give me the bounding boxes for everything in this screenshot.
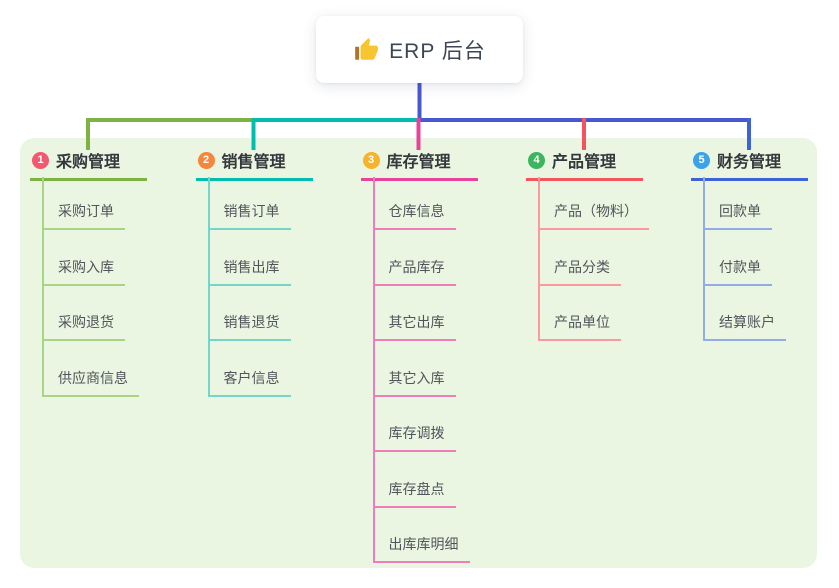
- branch-label: 采购管理: [56, 154, 121, 171]
- child-node[interactable]: 采购入库: [42, 257, 125, 286]
- thumbs-up-icon: [353, 37, 379, 63]
- branch-header-5[interactable]: 5 财务管理: [691, 148, 808, 181]
- child-node[interactable]: 付款单: [703, 257, 772, 286]
- branch-header-1[interactable]: 1 采购管理: [30, 148, 147, 181]
- branch-label: 产品管理: [552, 154, 617, 171]
- child-node[interactable]: 库存调拨: [372, 423, 456, 452]
- child-node[interactable]: 其它出库: [372, 312, 456, 341]
- child-node[interactable]: 采购订单: [42, 201, 125, 230]
- child-node[interactable]: 回款单: [703, 201, 772, 230]
- child-node[interactable]: 采购退货: [42, 312, 125, 341]
- branch-header-2[interactable]: 2 销售管理: [195, 148, 313, 181]
- branch-header-4[interactable]: 4 产品管理: [526, 148, 643, 181]
- branch-index-badge: 4: [528, 151, 545, 169]
- branches-panel: [20, 138, 817, 568]
- branch-index-badge: 5: [693, 151, 710, 169]
- branch-tree-line: [703, 177, 705, 341]
- child-node[interactable]: 出库库明细: [372, 534, 470, 563]
- child-node[interactable]: 供应商信息: [42, 368, 139, 397]
- branch-label: 库存管理: [386, 154, 451, 171]
- branch-tree-line: [207, 177, 210, 397]
- child-node[interactable]: 库存盘点: [372, 479, 456, 508]
- child-node[interactable]: 产品库存: [372, 257, 456, 286]
- child-node[interactable]: 产品单位: [538, 312, 621, 341]
- child-node[interactable]: 其它入库: [372, 368, 456, 397]
- branch-label: 销售管理: [221, 154, 286, 171]
- root-node[interactable]: ERP 后台: [316, 16, 523, 83]
- branch-tree-line: [538, 177, 540, 341]
- child-node[interactable]: 客户信息: [207, 368, 291, 397]
- branch-header-3[interactable]: 3 库存管理: [360, 148, 478, 181]
- child-node[interactable]: 结算账户: [703, 312, 786, 341]
- branch-label: 财务管理: [717, 154, 782, 171]
- root-title: ERP 后台: [389, 39, 486, 63]
- child-node[interactable]: 销售退货: [207, 312, 291, 341]
- child-node[interactable]: 产品分类: [538, 257, 621, 286]
- child-node[interactable]: 仓库信息: [372, 201, 456, 230]
- branch-index-badge: 1: [32, 151, 49, 169]
- branch-tree-line: [42, 177, 44, 397]
- child-node[interactable]: 销售出库: [207, 257, 291, 286]
- child-node[interactable]: 销售订单: [207, 201, 291, 230]
- child-node[interactable]: 产品（物料）: [538, 201, 649, 230]
- branch-index-badge: 2: [197, 151, 215, 169]
- branch-tree-line: [372, 177, 375, 563]
- branch-index-badge: 3: [362, 151, 380, 169]
